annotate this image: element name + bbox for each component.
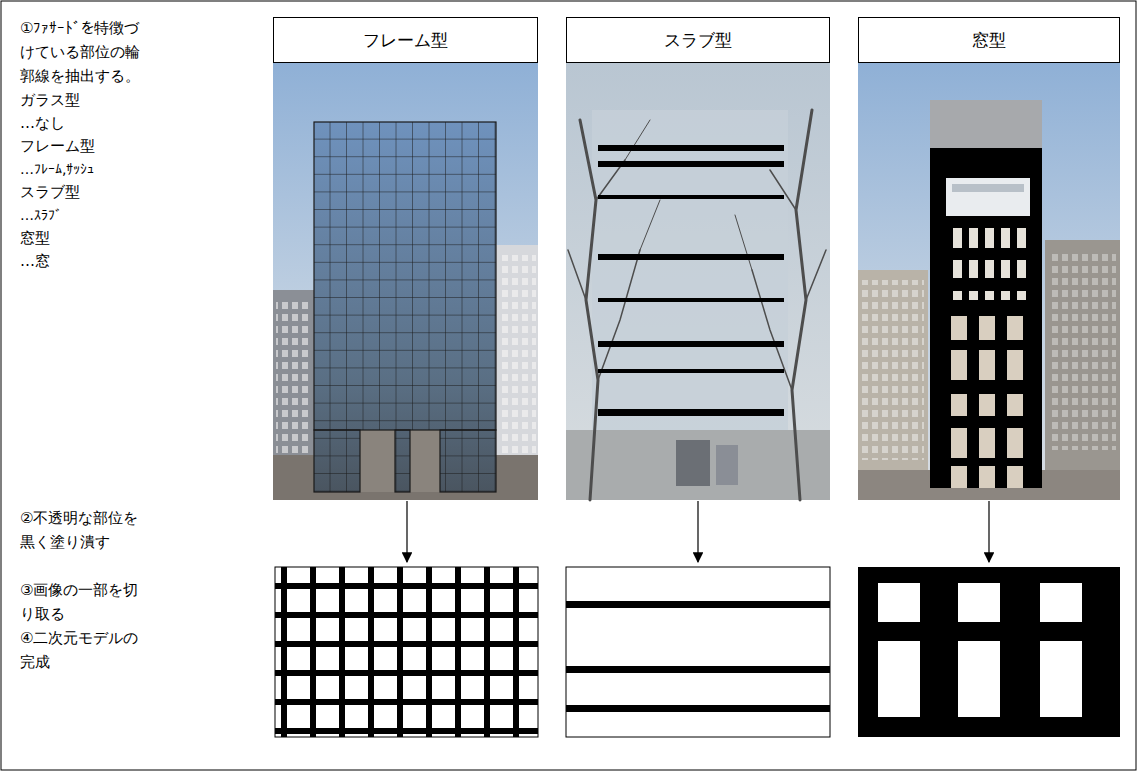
window-photo <box>858 63 1120 500</box>
step-note: ④二次元モデルの 完成 <box>20 626 160 674</box>
slab-model <box>566 567 830 737</box>
type-note: 窓型 <box>20 226 50 250</box>
type-note: …ｽﾗﾌﾞ <box>20 203 62 227</box>
frame-photo <box>273 63 538 500</box>
slab-bars <box>598 145 784 416</box>
type-note: …なし <box>20 111 65 135</box>
frame-model <box>275 567 538 737</box>
header-text: スラブ型 <box>664 29 732 52</box>
type-note: …ﾌﾚｰﾑ,ｻｯｼｭ <box>20 157 94 181</box>
type-header: スラブ型 <box>566 17 830 63</box>
type-header: 窓型 <box>858 17 1120 63</box>
header-text: 窓型 <box>972 29 1006 52</box>
slab-photo <box>566 63 830 500</box>
window-model <box>858 567 1120 737</box>
type-note: ガラス型 <box>20 88 80 112</box>
type-note: …窓 <box>20 249 50 273</box>
step-note: ①ﾌｧｻｰﾄﾞを特徴づ けている部位の輪 郭線を抽出する。 <box>20 16 160 88</box>
step-note: ③画像の一部を切 り取る <box>20 578 160 626</box>
type-note: スラブ型 <box>20 180 80 204</box>
type-header: フレーム型 <box>273 17 538 63</box>
step-note: ②不透明な部位を 黒く塗り潰す <box>20 506 160 554</box>
process-arrows <box>407 501 989 562</box>
header-text: フレーム型 <box>363 29 448 52</box>
type-note: フレーム型 <box>20 134 95 158</box>
